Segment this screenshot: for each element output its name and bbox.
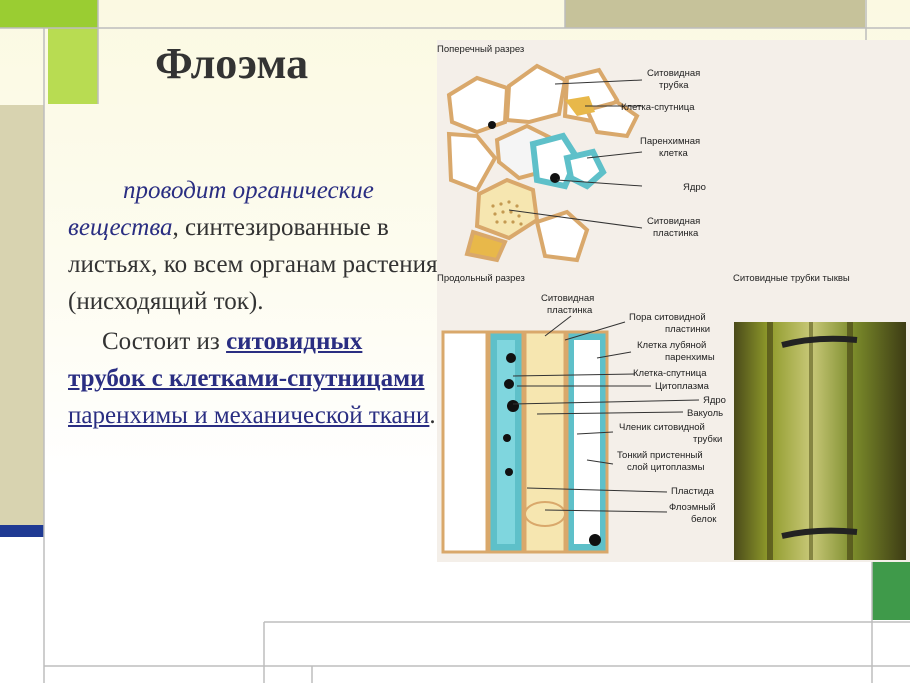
blue-block-left bbox=[0, 525, 44, 537]
green-block-right bbox=[872, 560, 910, 620]
pumpkin-sieve-tubes-photo bbox=[734, 322, 906, 560]
paragraph-definition: проводит органические вещества, синтезир… bbox=[68, 172, 440, 320]
label-parietal-1: Тонкий пристенный bbox=[617, 450, 703, 461]
paragraph-composition: Состоит из ситовидных трубок с клетками-… bbox=[68, 323, 440, 434]
label-parietal-2: слой цитоплазмы bbox=[627, 462, 705, 473]
definition-rest: , синтезированные в листьях, ко всем орг… bbox=[68, 214, 438, 315]
label-sieve-plate-2: пластинка bbox=[653, 228, 699, 239]
longitudinal-section-title: Продольный разрез bbox=[437, 273, 525, 284]
label-vacuole: Вакуоль bbox=[687, 408, 723, 419]
link-parenchyma[interactable]: паренхимы и механической ткани bbox=[68, 402, 430, 429]
composition-lead: Состоит из bbox=[102, 328, 227, 355]
label-sieve-element-2: трубки bbox=[693, 434, 722, 445]
label-p-protein-2: белок bbox=[691, 514, 717, 525]
label-sieve-element-1: Членик ситовидной bbox=[619, 422, 705, 433]
longitudinal-section bbox=[437, 324, 619, 562]
nucleus-cross bbox=[488, 121, 496, 129]
label-long-sieve-plate-2: пластинка bbox=[547, 305, 593, 316]
companion-cell-cross bbox=[565, 96, 595, 116]
link-sieve-tubes[interactable]: ситовидных трубок с клетками-спутницами bbox=[68, 328, 425, 392]
label-p-protein-1: Флоэмный bbox=[669, 502, 716, 513]
label-nucleus: Ядро bbox=[683, 182, 706, 193]
slide-title: Флоэма bbox=[155, 39, 309, 88]
label-pore-2: пластинки bbox=[665, 324, 710, 335]
label-long-companion: Клетка-спутница bbox=[633, 368, 707, 379]
long-leader-lines bbox=[512, 315, 700, 513]
sieve-plate-dots bbox=[491, 200, 523, 226]
olive-block-top bbox=[565, 0, 865, 28]
cross-leader-lines bbox=[508, 79, 643, 229]
label-sieve-tube-2: трубка bbox=[659, 80, 689, 91]
label-cytoplasm: Цитоплазма bbox=[655, 381, 710, 392]
label-long-nucleus: Ядро bbox=[703, 395, 726, 406]
photo-title: Ситовидные трубки тыквы bbox=[733, 273, 850, 284]
nucleus-companion bbox=[550, 173, 560, 183]
olive-block-left bbox=[0, 105, 44, 525]
green-block-left bbox=[48, 28, 98, 104]
label-sieve-plate-1: Ситовидная bbox=[647, 216, 700, 227]
sieve-tube-cross bbox=[529, 132, 607, 190]
composition-end: . bbox=[429, 402, 436, 429]
label-companion-cell: Клетка-спутница bbox=[621, 102, 695, 113]
label-parenchyma-2: клетка bbox=[659, 148, 688, 159]
green-block-top bbox=[0, 0, 98, 28]
label-phloem-parenchyma-1: Клетка лубяной bbox=[637, 340, 706, 351]
phloem-figure-drawing: Поперечный разрез Продольный разрез Сито… bbox=[437, 44, 906, 562]
label-sieve-tube-1: Ситовидная bbox=[647, 68, 700, 79]
label-plastid: Пластида bbox=[671, 486, 715, 497]
cross-section-title: Поперечный разрез bbox=[437, 44, 524, 55]
label-parenchyma-1: Паренхимная bbox=[640, 136, 700, 147]
label-pore-1: Пора ситовидной bbox=[629, 312, 706, 323]
label-phloem-parenchyma-2: паренхимы bbox=[665, 352, 715, 363]
term-function: проводит органические вещества bbox=[68, 177, 374, 241]
label-long-sieve-plate-1: Ситовидная bbox=[541, 293, 594, 304]
